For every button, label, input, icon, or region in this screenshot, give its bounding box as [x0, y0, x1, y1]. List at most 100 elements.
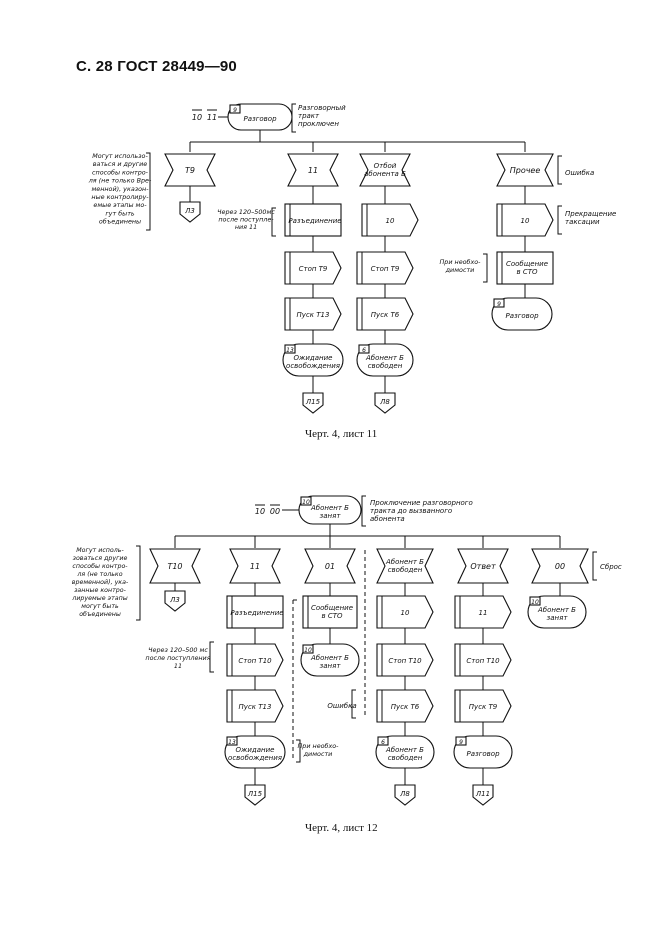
input-t10-label: T10: [167, 562, 182, 571]
note: Сброс: [600, 563, 622, 571]
output-pusk-t13-b: [226, 689, 284, 723]
note: ния 11: [235, 223, 257, 231]
input-label: 10: [255, 507, 265, 516]
state-talk-b-number-box: [455, 736, 467, 746]
note: тракт: [298, 112, 320, 120]
annotation-bracket: [271, 207, 276, 237]
state-free-b-label: свободен: [388, 754, 423, 762]
annotation-bracket: [557, 155, 562, 185]
caption-sheet-12: Черт. 4, лист 12: [305, 822, 378, 834]
output-pusk-t9-label: Пуск T9: [469, 703, 498, 711]
input-label: 10: [192, 113, 202, 122]
state-busy-c-label: занят: [547, 614, 569, 622]
state-wait-b-label: Ожидание: [236, 746, 275, 754]
note: ваться и другие: [93, 160, 148, 168]
task-msg-sto-b-label: Сообщение: [311, 604, 353, 612]
task-razedinenie-b: [226, 595, 284, 629]
output-pusk-t6-b: [376, 689, 434, 723]
note: Разговорный: [298, 104, 346, 112]
task-msg-sto-b-label: в СТО: [321, 612, 343, 620]
note: лируемые этапы: [71, 595, 127, 602]
output-stop-t9-b: [356, 251, 414, 285]
note: Могут использо-: [92, 152, 148, 160]
connector-l3-b: [164, 590, 186, 612]
state-wait-b-number-box: [226, 736, 238, 746]
output-10-label: 10: [386, 217, 395, 225]
state-busy-c-number: 10: [531, 599, 539, 606]
state-busy-b-label: занят: [320, 662, 342, 670]
note: 11: [174, 662, 182, 670]
state-free-label: Абонент Б: [365, 354, 404, 362]
note: димости: [303, 750, 333, 758]
output-10-c-label: 10: [401, 609, 410, 617]
input-free: [376, 548, 434, 584]
input-t9-label: T9: [185, 166, 195, 175]
page-header: С. 28 ГОСТ 28449—90: [76, 58, 237, 75]
output-stop-t10-b-label: Стоп T10: [388, 657, 422, 665]
output-pusk-t6-b-label: Пуск T6: [391, 703, 420, 711]
state-razgovor-label: Разговор: [243, 115, 277, 123]
task-razedinenie-label: Разъединение: [288, 217, 341, 225]
input-prochee: [496, 153, 554, 187]
task-msg-sto-b: [302, 595, 358, 629]
state-free-b-number-box: [377, 736, 389, 746]
input-free-label: свободен: [388, 566, 423, 574]
state-free-label: свободен: [368, 362, 403, 370]
output-pusk-t13: [284, 297, 342, 331]
output-stop-t10-b: [376, 643, 434, 677]
output-pusk-t6: [356, 297, 414, 331]
note: гут быть: [105, 209, 135, 217]
state-busy-top-label: занят: [320, 512, 342, 520]
output-10-b-label: 10: [521, 217, 530, 225]
note: абонента: [370, 515, 405, 523]
note: димости: [445, 266, 475, 274]
connector-l11: [472, 784, 494, 806]
note: таксации: [565, 218, 600, 226]
annotation-bracket: [291, 103, 296, 133]
task-razedinenie-b-label: Разъединение: [230, 609, 283, 617]
note: проключен: [298, 120, 339, 128]
output-stop-t9: [284, 251, 342, 285]
input-11-b-label: 11: [250, 562, 260, 571]
state-free-number: 6: [362, 347, 366, 354]
input-otboy-label: Отбой: [374, 162, 397, 170]
input-prochee-label: Прочее: [510, 166, 541, 175]
state-talk-number: 9: [497, 301, 501, 308]
note: Проключение разговорного: [370, 499, 473, 507]
note: занные контро-: [74, 587, 127, 594]
connector-l3-label: Л3: [184, 207, 195, 215]
output-10-c: [376, 595, 434, 629]
task-msg-sto: [496, 251, 554, 285]
output-pusk-t13-label: Пуск T13: [297, 311, 330, 319]
output-11-label: 11: [479, 609, 488, 617]
note: ля (не только: [76, 571, 122, 578]
note: менной), указон-: [91, 185, 149, 193]
output-stop-t10-label: Стоп T10: [238, 657, 272, 665]
connector-l8-b-label: Л8: [399, 790, 410, 798]
task-msg-sto-label: в СТО: [516, 268, 538, 276]
state-busy-b-number-box: [302, 644, 314, 654]
input-00: [531, 548, 589, 584]
state-busy-c-label: Абонент Б: [537, 606, 576, 614]
state-razgovor-number-box: [229, 104, 241, 114]
input-label: 00: [270, 507, 280, 516]
output-pusk-t9: [454, 689, 512, 723]
input-otvet: [457, 548, 509, 584]
note: способы контро-: [72, 562, 128, 570]
state-wait-label: Ожидание: [294, 354, 333, 362]
input-11-label: 11: [308, 166, 318, 175]
output-10-b: [496, 203, 554, 237]
note: Через 120–500мс: [217, 208, 275, 216]
input-t10: [149, 548, 201, 584]
connector-l15-b-label: Л15: [247, 790, 263, 798]
input-00-label: 00: [555, 562, 565, 571]
output-10: [361, 203, 419, 237]
output-stop-t9-b-label: Стоп T9: [371, 265, 400, 273]
connector-l8: [374, 392, 396, 414]
input-label: 11: [207, 113, 217, 122]
note: Могут исполь-: [76, 547, 124, 554]
input-otboy-label: абонента Б: [364, 170, 406, 178]
output-stop-t10-c-label: Стоп T10: [466, 657, 500, 665]
annotation-bracket: [136, 545, 141, 621]
